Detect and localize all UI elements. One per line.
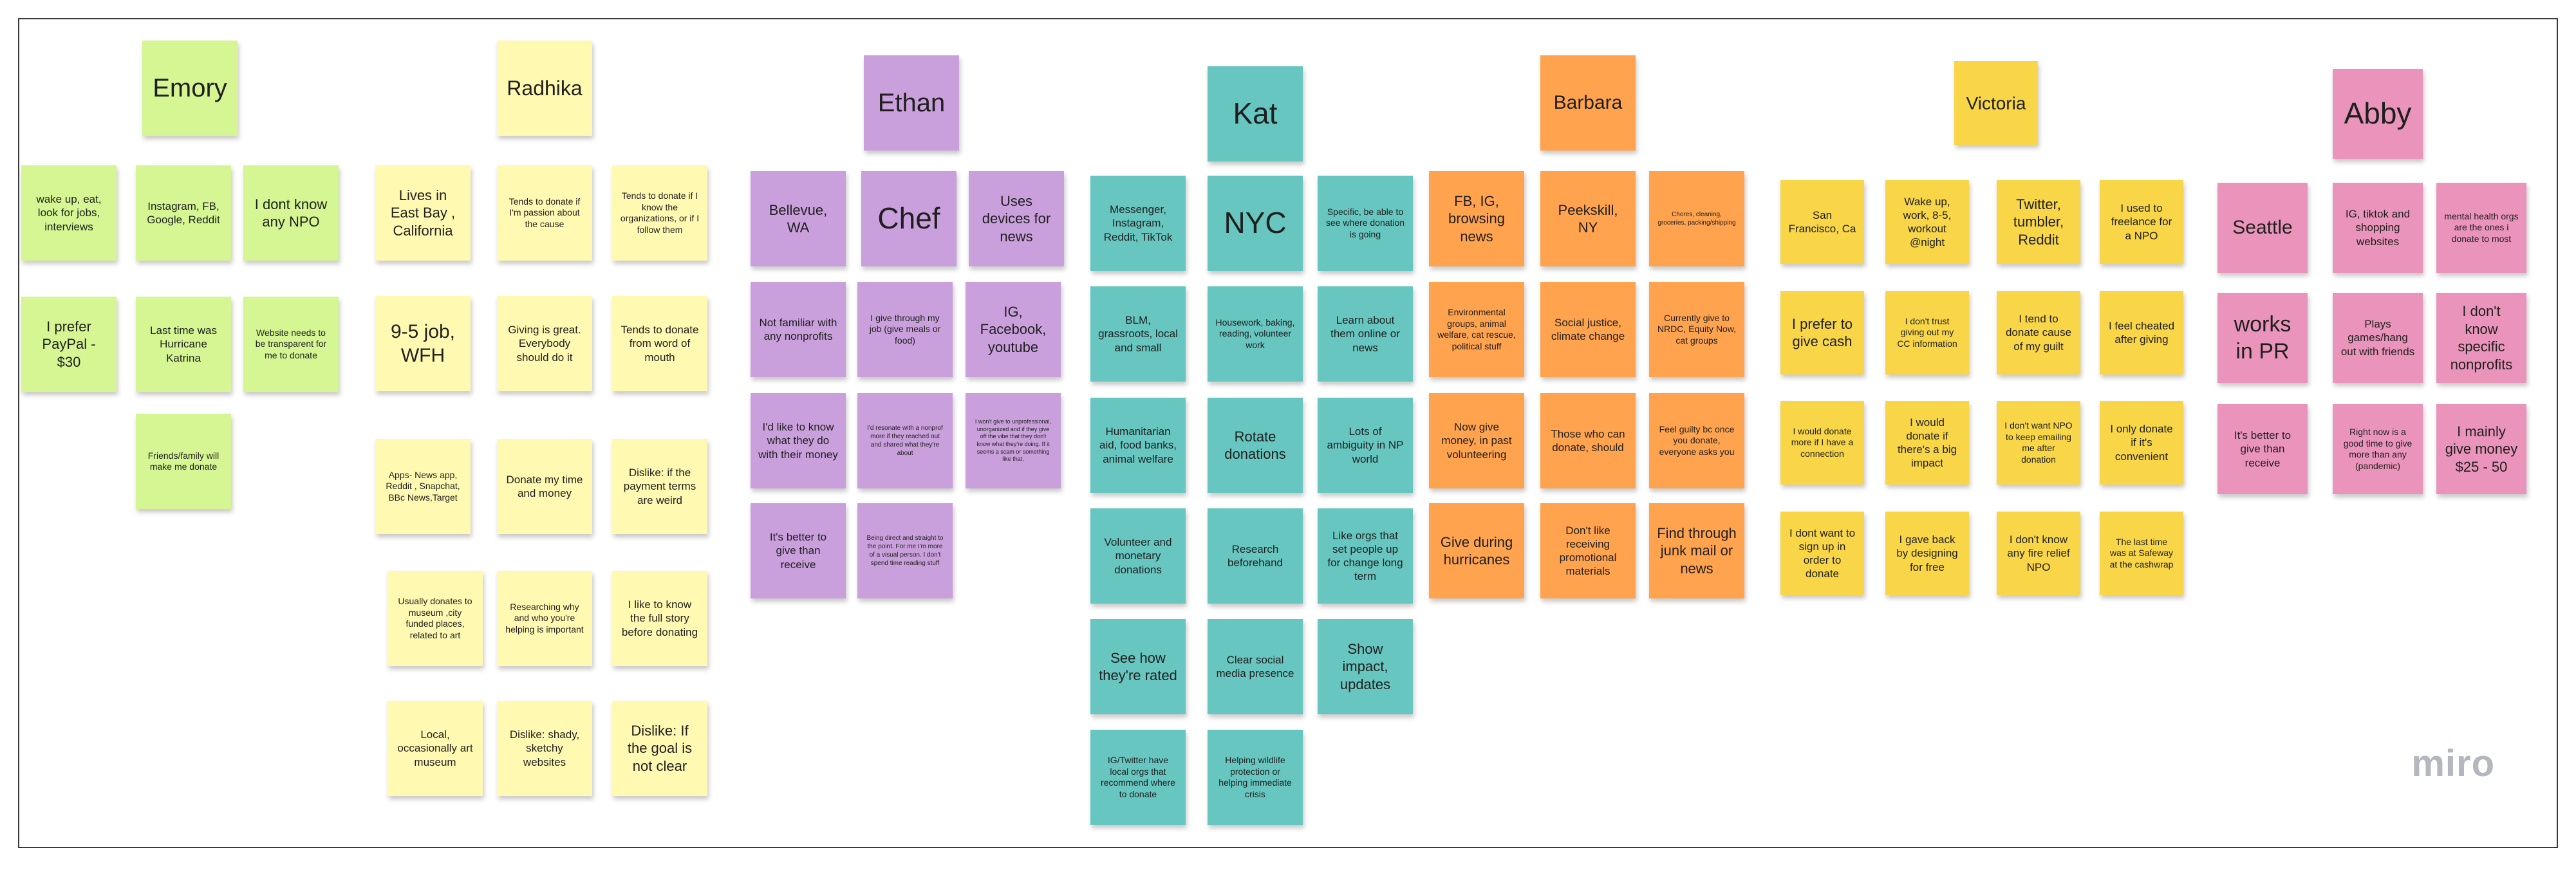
sticky-note[interactable]: 9-5 job, WFH bbox=[375, 296, 471, 391]
sticky-note[interactable]: I only donate if it's convenient bbox=[2100, 401, 2183, 485]
sticky-note[interactable]: Lots of ambiguity in NP world bbox=[1318, 398, 1413, 493]
sticky-note[interactable]: I give through my job (give meals or foo… bbox=[857, 282, 953, 377]
sticky-note[interactable]: Tends to donate if I know the organizati… bbox=[612, 165, 707, 261]
sticky-note[interactable]: BLM, grassroots, local and small bbox=[1090, 286, 1186, 382]
sticky-note[interactable]: Wake up, work, 8-5, workout @night bbox=[1885, 180, 1969, 264]
sticky-note[interactable]: mental health orgs are the ones i donate… bbox=[2436, 183, 2526, 273]
sticky-note[interactable]: I won't give to unprofessional, unorgani… bbox=[966, 393, 1061, 488]
sticky-note[interactable]: Giving is great. Everybody should do it bbox=[497, 296, 592, 391]
persona-header-kat[interactable]: Kat bbox=[1208, 66, 1303, 162]
sticky-note[interactable]: IG, Facebook, youtube bbox=[966, 282, 1061, 377]
sticky-note[interactable]: Currently give to NRDC, Equity Now, cat … bbox=[1649, 282, 1744, 377]
sticky-note[interactable]: IG/Twitter have local orgs that recommen… bbox=[1090, 730, 1186, 825]
sticky-note[interactable]: Uses devices for news bbox=[969, 171, 1064, 266]
sticky-note[interactable]: I'd like to know what they do with their… bbox=[751, 393, 846, 488]
sticky-note[interactable]: Rotate donations bbox=[1208, 398, 1303, 493]
sticky-note[interactable]: I dont know any NPO bbox=[243, 165, 339, 261]
sticky-note[interactable]: Apps- News app, Reddit , Snapchat, BBc N… bbox=[375, 439, 471, 534]
sticky-note[interactable]: Usually donates to museum ,city funded p… bbox=[387, 571, 483, 666]
sticky-note[interactable]: Peekskill, NY bbox=[1540, 171, 1636, 266]
sticky-note[interactable]: Chef bbox=[861, 171, 957, 266]
sticky-note[interactable]: Being direct and straight to the point. … bbox=[857, 503, 953, 598]
sticky-note[interactable]: See how they're rated bbox=[1090, 619, 1186, 714]
sticky-note[interactable]: I don't know any fire relief NPO bbox=[1997, 512, 2080, 595]
persona-header-ethan[interactable]: Ethan bbox=[864, 55, 959, 151]
sticky-note[interactable]: Twitter, tumbler, Reddit bbox=[1997, 180, 2080, 264]
sticky-note[interactable]: Show impact, updates bbox=[1318, 619, 1413, 714]
sticky-note[interactable]: FB, IG, browsing news bbox=[1429, 171, 1524, 266]
sticky-note[interactable]: Dislike: If the goal is not clear bbox=[612, 701, 707, 796]
persona-header-abby[interactable]: Abby bbox=[2333, 69, 2423, 159]
sticky-note[interactable]: Volunteer and monetary donations bbox=[1090, 508, 1186, 604]
persona-header-emory[interactable]: Emory bbox=[142, 41, 238, 136]
sticky-note[interactable]: Bellevue, WA bbox=[751, 171, 846, 266]
sticky-note[interactable]: Research beforehand bbox=[1208, 508, 1303, 604]
sticky-note[interactable]: I gave back by designing for free bbox=[1885, 512, 1969, 595]
sticky-note[interactable]: I mainly give money $25 - 50 bbox=[2436, 404, 2526, 494]
sticky-note[interactable]: works in PR bbox=[2217, 293, 2308, 383]
miro-board-canvas[interactable]: Emory wake up, eat, look for jobs, inter… bbox=[18, 18, 2558, 848]
sticky-note[interactable]: San Francisco, Ca bbox=[1780, 180, 1864, 264]
sticky-note[interactable]: Right now is a good time to give more th… bbox=[2333, 404, 2423, 494]
sticky-note[interactable]: I would donate more if I have a connecti… bbox=[1780, 401, 1864, 485]
sticky-note[interactable]: Environmental groups, animal welfare, ca… bbox=[1429, 282, 1524, 377]
sticky-note[interactable]: Friends/family will make me donate bbox=[136, 414, 231, 509]
sticky-note[interactable]: The last time was at Safeway at the cash… bbox=[2100, 512, 2183, 595]
sticky-note[interactable]: Dislike: if the payment terms are weird bbox=[612, 439, 707, 534]
sticky-note[interactable]: Don't like receiving promotional materia… bbox=[1540, 503, 1636, 598]
sticky-note[interactable]: NYC bbox=[1208, 176, 1303, 271]
sticky-note[interactable]: Last time was Hurricane Katrina bbox=[136, 297, 231, 392]
sticky-note[interactable]: Humanitarian aid, food banks, animal wel… bbox=[1090, 398, 1186, 493]
sticky-note[interactable]: I dont want to sign up in order to donat… bbox=[1780, 512, 1864, 595]
sticky-note[interactable]: Now give money, in past volunteering bbox=[1429, 393, 1524, 488]
sticky-note[interactable]: Chores, cleaning, groceries, packing/shi… bbox=[1649, 171, 1744, 266]
sticky-note[interactable]: Housework, baking, reading, volunteer wo… bbox=[1208, 286, 1303, 382]
sticky-note[interactable]: Find through junk mail or news bbox=[1649, 503, 1744, 598]
sticky-note[interactable]: I don't trust giving out my CC informati… bbox=[1885, 291, 1969, 375]
sticky-note[interactable]: Tends to donate from word of mouth bbox=[612, 296, 707, 391]
sticky-note[interactable]: Give during hurricanes bbox=[1429, 503, 1524, 598]
sticky-note[interactable]: Those who can donate, should bbox=[1540, 393, 1636, 488]
sticky-note[interactable]: I would donate if there's a big impact bbox=[1885, 401, 1969, 485]
sticky-note[interactable]: Clear social media presence bbox=[1208, 619, 1303, 714]
sticky-note[interactable]: I prefer PayPal - $30 bbox=[21, 297, 117, 392]
sticky-note[interactable]: It's better to give than receive bbox=[2217, 404, 2308, 494]
sticky-note[interactable]: Tends to donate if I'm passion about the… bbox=[497, 165, 592, 261]
sticky-note[interactable]: I'd resonate with a nonprof more if they… bbox=[857, 393, 953, 488]
sticky-note[interactable]: I like to know the full story before don… bbox=[612, 571, 707, 666]
sticky-note[interactable]: Learn about them online or news bbox=[1318, 286, 1413, 382]
sticky-note[interactable]: I used to freelance for a NPO bbox=[2100, 180, 2183, 264]
sticky-note[interactable]: wake up, eat, look for jobs, interviews bbox=[21, 165, 117, 261]
sticky-note[interactable]: Instagram, FB, Google, Reddit bbox=[136, 165, 231, 261]
sticky-note[interactable]: I don't want NPO to keep emailing me aft… bbox=[1997, 401, 2080, 485]
sticky-note[interactable]: Researching why and who you're helping i… bbox=[497, 571, 592, 666]
sticky-note[interactable]: Local, occasionally art museum bbox=[387, 701, 483, 796]
sticky-note[interactable]: I don't know specific nonprofits bbox=[2436, 293, 2526, 383]
sticky-note[interactable]: Feel guilty bc once you donate, everyone… bbox=[1649, 393, 1744, 488]
persona-header-radhika[interactable]: Radhika bbox=[497, 41, 592, 136]
sticky-note[interactable]: Website needs to be transparent for me t… bbox=[243, 297, 339, 392]
sticky-note[interactable]: IG, tiktok and shopping websites bbox=[2333, 183, 2423, 273]
sticky-note[interactable]: Plays games/hang out with friends bbox=[2333, 293, 2423, 383]
sticky-note[interactable]: Specific, be able to see where donation … bbox=[1318, 176, 1413, 271]
sticky-note[interactable]: I feel cheated after giving bbox=[2100, 291, 2183, 375]
persona-header-victoria[interactable]: Victoria bbox=[1954, 61, 2038, 145]
sticky-note[interactable]: It's better to give than receive bbox=[751, 503, 846, 598]
miro-logo: miro bbox=[2411, 743, 2495, 784]
sticky-note[interactable]: Not familiar with any nonprofits bbox=[751, 282, 846, 377]
sticky-note[interactable]: Donate my time and money bbox=[497, 439, 592, 534]
sticky-note[interactable]: Social justice, climate change bbox=[1540, 282, 1636, 377]
sticky-note[interactable]: Helping wildlife protection or helping i… bbox=[1208, 730, 1303, 825]
sticky-note[interactable]: I prefer to give cash bbox=[1780, 291, 1864, 375]
sticky-note[interactable]: Like orgs that set people up for change … bbox=[1318, 508, 1413, 604]
sticky-note[interactable]: Messenger, Instagram, Reddit, TikTok bbox=[1090, 176, 1186, 271]
sticky-note[interactable]: I tend to donate cause of my guilt bbox=[1997, 291, 2080, 375]
persona-header-barbara[interactable]: Barbara bbox=[1540, 55, 1636, 151]
sticky-note[interactable]: Lives in East Bay , California bbox=[375, 165, 471, 261]
sticky-note[interactable]: Seattle bbox=[2217, 183, 2308, 273]
sticky-note[interactable]: Dislike: shady, sketchy websites bbox=[497, 701, 592, 796]
